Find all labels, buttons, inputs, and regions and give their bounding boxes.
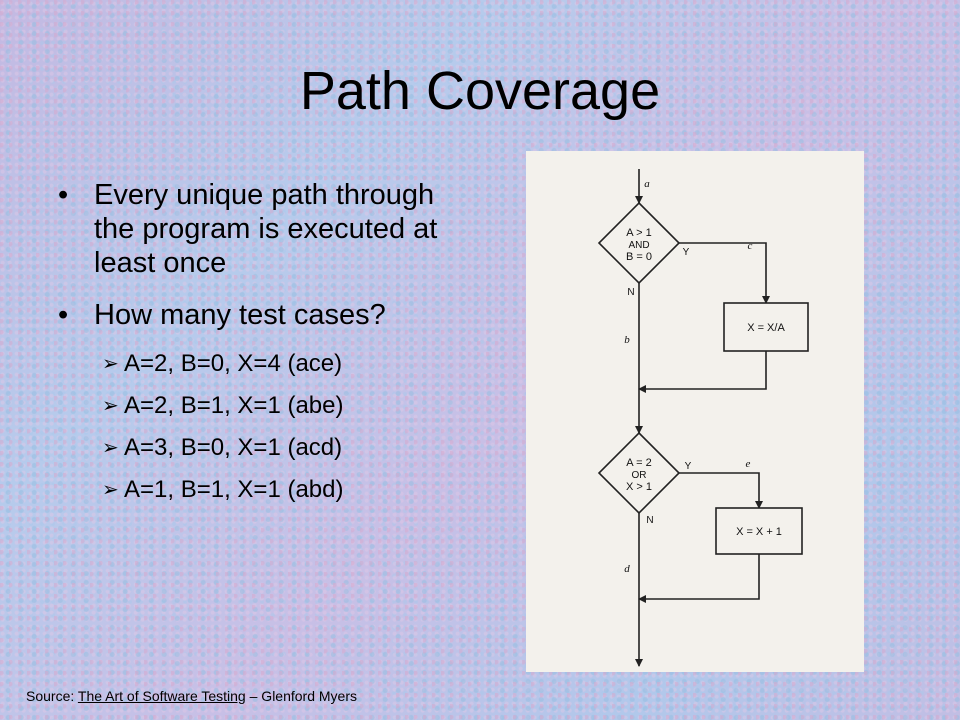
source-author: – Glenford Myers [249,688,357,704]
source-prefix: Source: [26,688,75,704]
sub-bullet-text: A=3, B=0, X=1 (acd) [124,434,343,461]
process-2-label: X = X + 1 [736,526,782,538]
decision-1-line-1: A > 1 [626,227,651,239]
arrow-bullet-icon: ➢ [102,395,119,417]
sub-bullet-text: A=2, B=1, X=1 (abe) [124,392,344,419]
slide-title: Path Coverage [299,61,661,121]
process-2-box [715,507,803,555]
edge-a-label: a [644,178,650,190]
yes-label-1: Y [683,247,690,258]
decision-1-line-3: B = 0 [626,251,652,263]
bullet-item: • Every unique path through the program … [58,178,448,280]
sub-bullet-text: A=1, B=1, X=1 (abd) [124,476,344,503]
sub-bullet-item: ➢ A=1, B=1, X=1 (abd) [102,476,448,504]
decision-1-line-2: AND [628,240,649,251]
bullet-dot-icon: • [58,179,69,211]
edge-e-label: e [746,458,751,470]
edge-c-line [679,242,770,304]
sub-bullet-item: ➢ A=3, B=0, X=1 (acd) [102,434,448,462]
sub-bullet-text: A=2, B=0, X=4 (ace) [124,350,343,377]
edge-e-line [679,472,763,509]
edge-b-label: b [624,334,630,346]
flowchart-svg: A > 1 AND B = 0 A = 2 OR X > 1 X = X/A X… [597,169,809,667]
bullet-item: • How many test cases? [58,298,448,332]
no-label-2: N [646,515,653,526]
bullet-text: Every unique path through the program is… [94,179,438,279]
no-label-1: N [627,287,634,298]
arrow-bullet-icon: ➢ [102,353,119,375]
source-citation: Source: The Art of Software Testing – Gl… [26,688,357,704]
merge-1-line [638,351,767,393]
decision-2-line-1: A = 2 [626,457,651,469]
yes-label-2: Y [685,461,692,472]
sub-bullet-item: ➢ A=2, B=1, X=1 (abe) [102,392,448,420]
arrow-bullet-icon: ➢ [102,479,119,501]
decision-2-line-3: X > 1 [626,481,652,493]
process-1-box [723,302,809,352]
bullet-text: How many test cases? [94,299,386,331]
decision-2-line-2: OR [632,470,647,481]
edge-c-label: c [748,240,753,252]
bullet-list: • Every unique path through the program … [58,178,448,504]
edge-d-label: d [624,563,630,575]
merge-2-line [638,554,760,603]
flowchart-figure: A > 1 AND B = 0 A = 2 OR X > 1 X = X/A X… [526,151,864,672]
bullet-dot-icon: • [58,299,69,331]
sub-bullet-item: ➢ A=2, B=0, X=4 (ace) [102,350,448,378]
arrow-bullet-icon: ➢ [102,437,119,459]
process-1-label: X = X/A [747,322,785,334]
source-book-link[interactable]: The Art of Software Testing [77,688,246,704]
